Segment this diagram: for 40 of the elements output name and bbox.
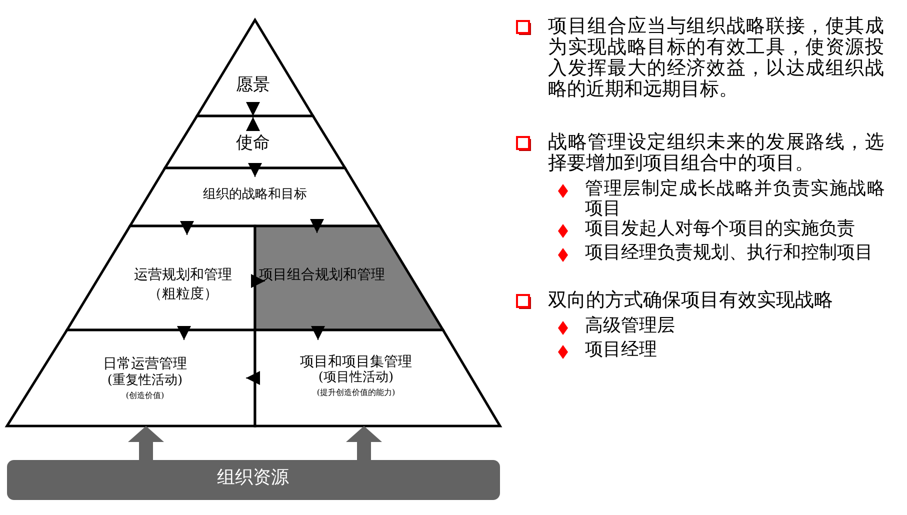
tier-label: 组织资源 <box>217 468 289 489</box>
arrow <box>248 162 262 178</box>
pyramid-tier <box>165 116 345 168</box>
bullet-text: 双向的方式确保项目有效实现战略 <box>548 290 834 311</box>
bullet-text: 项目经理负责规划、执行和控制项目 <box>585 243 874 263</box>
tier-label: (重复性活动) <box>107 374 183 389</box>
pyramid-section <box>255 330 500 426</box>
tier-label: (项目性活动) <box>318 371 394 386</box>
arrow <box>311 326 325 340</box>
arrow <box>250 274 266 288</box>
tier-label: 项目组合规划和管理 <box>259 267 385 284</box>
arrow <box>246 116 260 132</box>
bullet-text: 项目经理 <box>585 340 658 360</box>
arrow <box>180 220 194 236</box>
pyramid-tier <box>197 20 313 116</box>
block-arrow <box>128 426 164 460</box>
bullet-text: 管理层制定成长战略并负责实施战略项目 <box>585 179 885 219</box>
pyramid-section <box>255 226 443 330</box>
tier-label: (提升创造价值的能力) <box>316 388 396 398</box>
pyramid-section <box>67 226 255 330</box>
pyramid-tier <box>130 168 380 226</box>
bullet-text: 项目组合应当与组织战略联接，使其成为实现战略目标的有效工具，使资源投入发挥最大的经济效益，以达成组织战略的近期和远期目标。 <box>548 16 884 100</box>
tier-label: 运营规划和管理 <box>134 267 232 284</box>
tier-label: （粗粒度） <box>148 286 218 302</box>
resource-bar <box>7 460 500 500</box>
tier-label: 使命 <box>236 134 270 154</box>
tier-label: 项目和项目集管理 <box>300 354 412 370</box>
tier-label: 日常运营管理 <box>103 356 187 372</box>
arrow <box>177 326 191 340</box>
block-arrow <box>346 426 382 460</box>
bullet-text: 项目发起人对每个项目的实施负责 <box>585 219 856 239</box>
bullet-text: 高级管理层 <box>585 316 676 336</box>
arrow <box>310 218 324 234</box>
tier-label: 愿景 <box>236 76 270 96</box>
tier-label: (创造价值) <box>126 391 164 400</box>
tier-label: 组织的战略和目标 <box>203 188 307 203</box>
pyramid-section <box>7 330 255 426</box>
bullet-text: 战略管理设定组织未来的发展路线，选择要增加到项目组合中的项目。 <box>548 132 884 174</box>
arrow <box>246 102 260 116</box>
arrow <box>246 371 260 385</box>
